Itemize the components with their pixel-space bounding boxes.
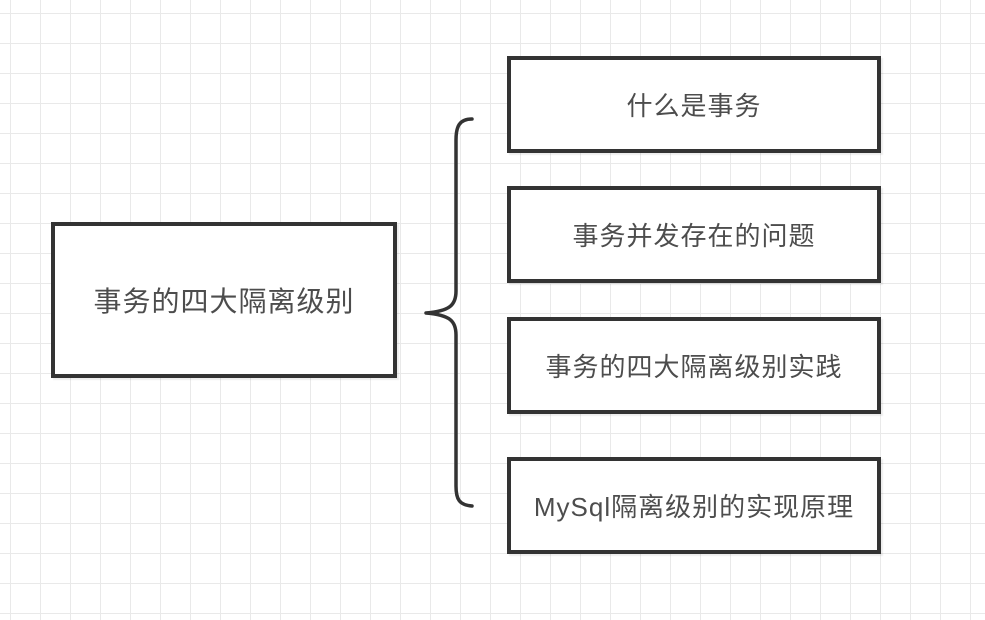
branch-node-1-label: 什么是事务	[626, 91, 762, 121]
branch-node-2: 事务并发存在的问题	[507, 186, 881, 283]
branch-node-3-label: 事务的四大隔离级别实践	[545, 352, 843, 382]
branch-node-4-label: MySql隔离级别的实现原理	[533, 492, 855, 522]
root-node: 事务的四大隔离级别	[51, 222, 397, 378]
branch-node-4: MySql隔离级别的实现原理	[507, 457, 881, 554]
branch-node-3: 事务的四大隔离级别实践	[507, 317, 881, 414]
root-node-label: 事务的四大隔离级别	[93, 286, 355, 317]
branch-node-1: 什么是事务	[507, 56, 881, 153]
branch-node-2-label: 事务并发存在的问题	[572, 221, 816, 251]
